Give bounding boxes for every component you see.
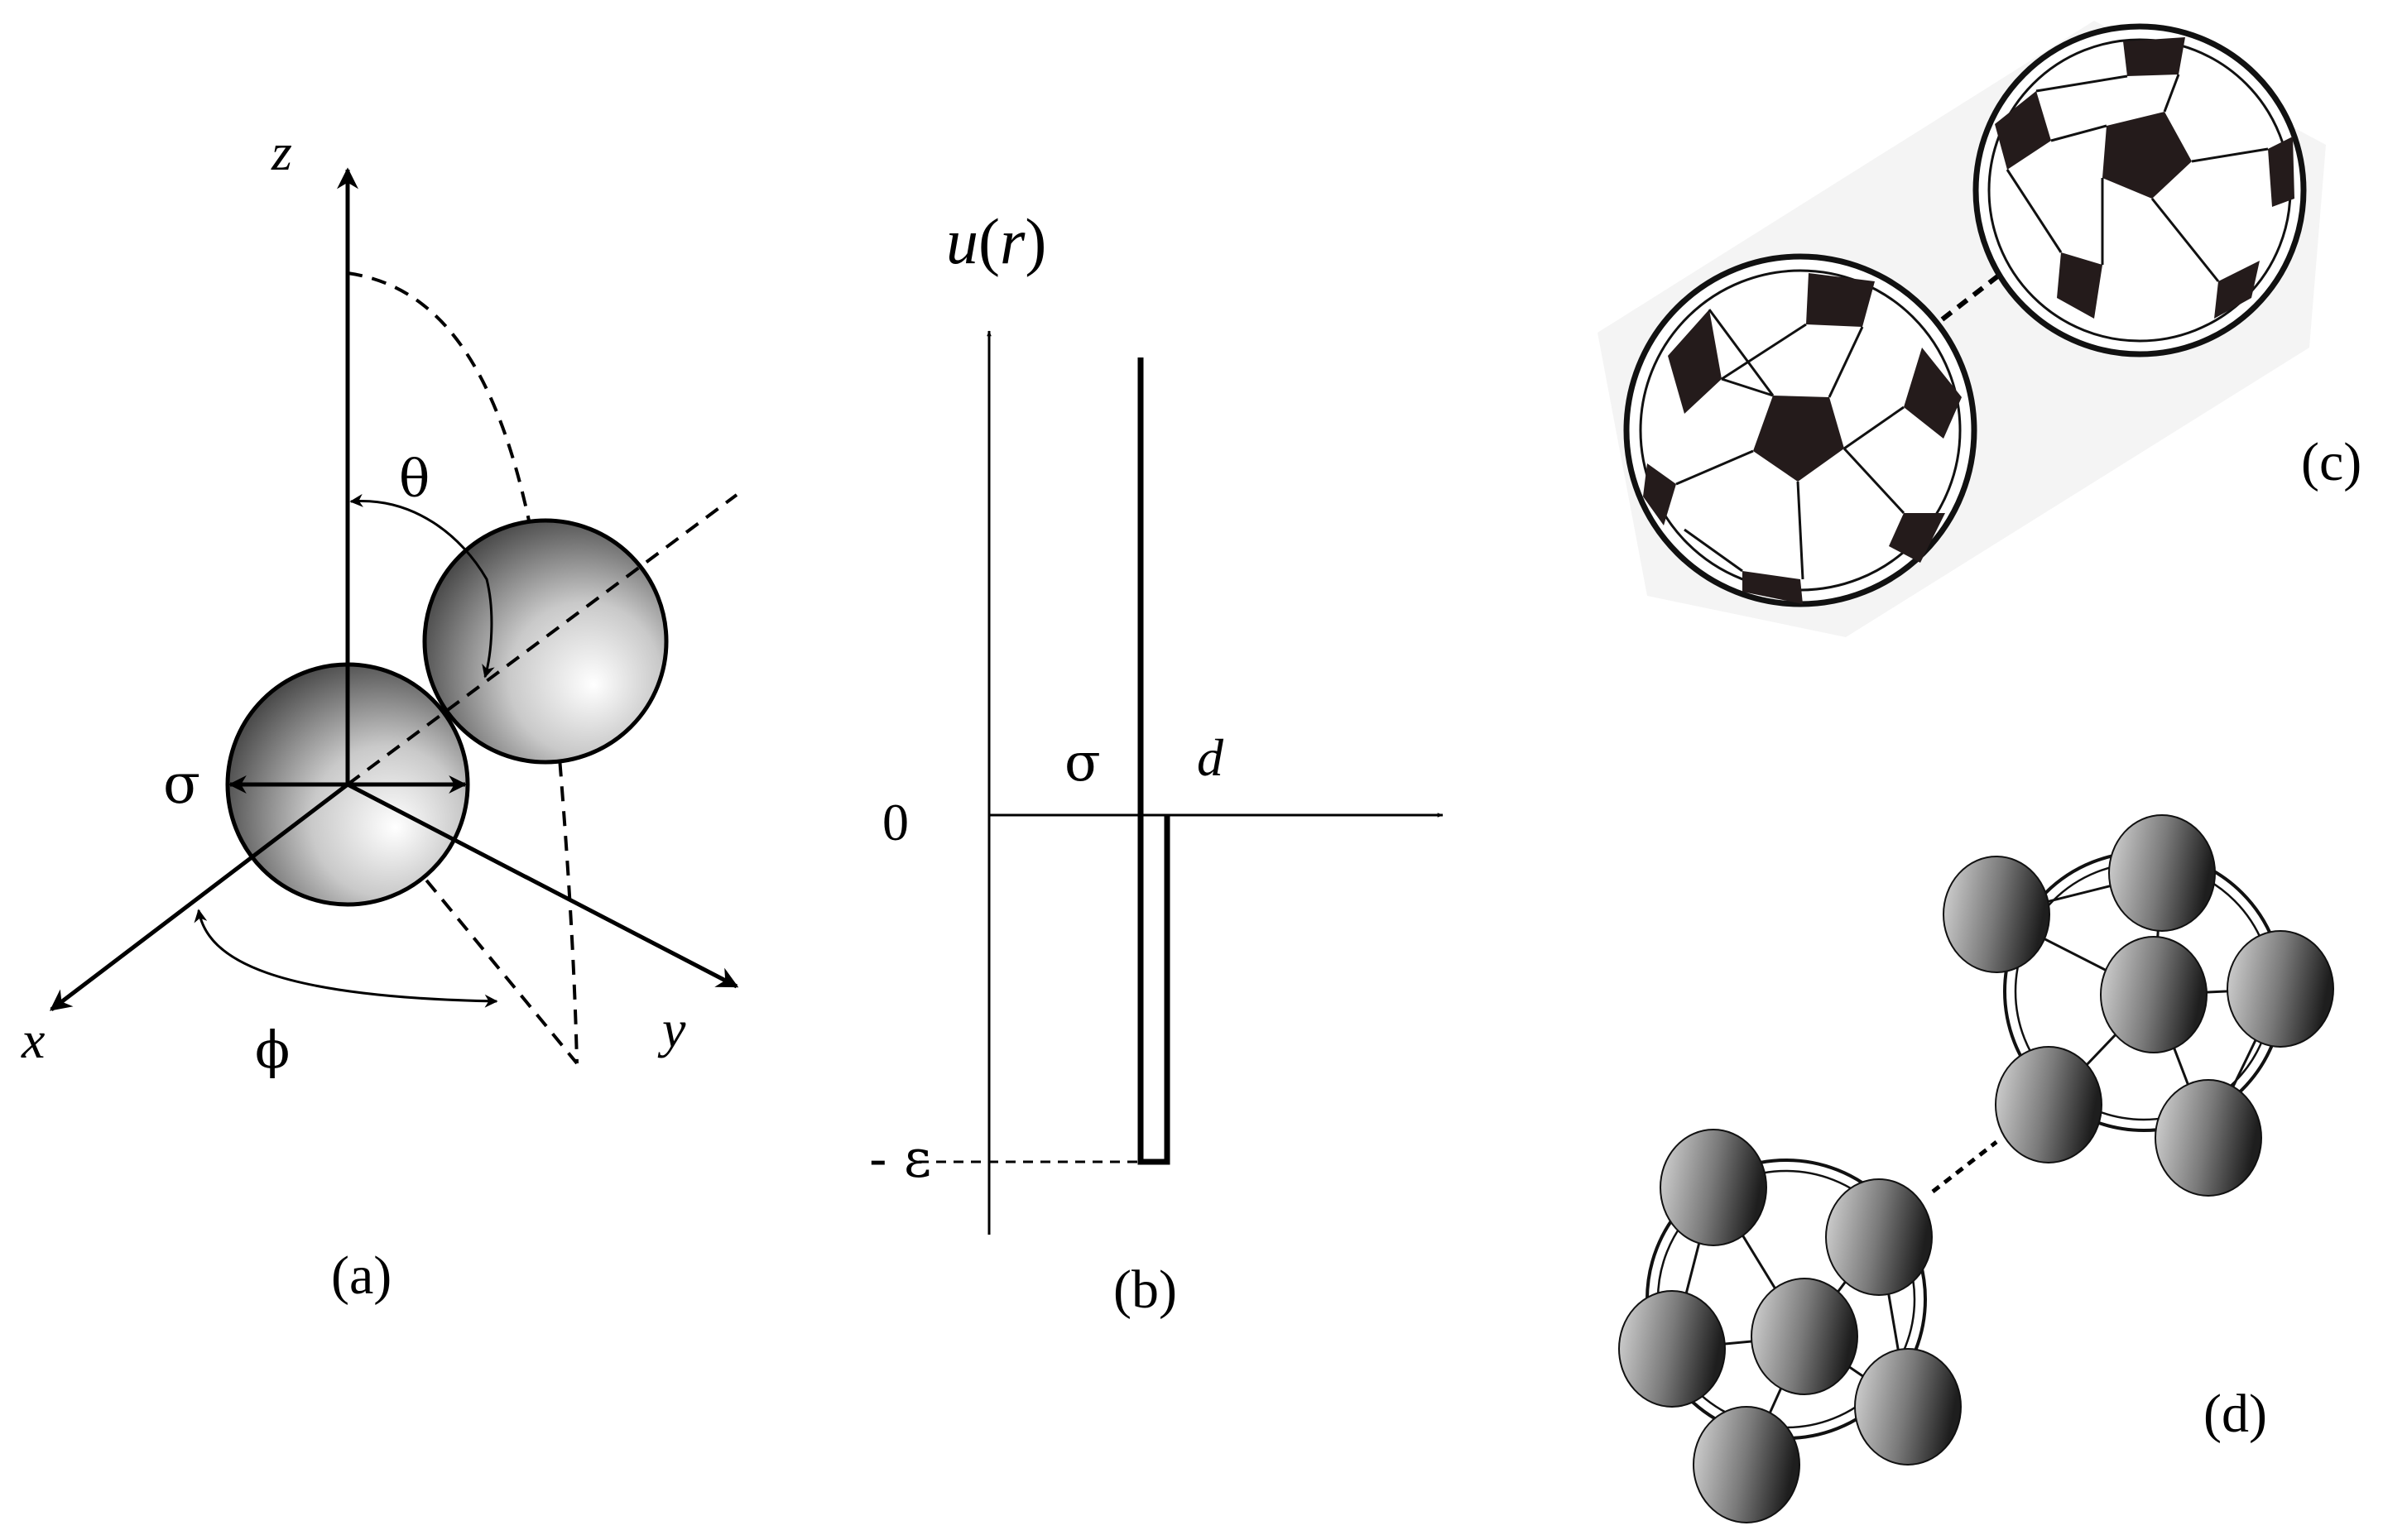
sigma-label-b: σ (1064, 732, 1101, 794)
panel-d: (d) (1618, 814, 2334, 1523)
sphere-right (422, 518, 669, 765)
patch (1854, 1348, 1962, 1466)
patch (2100, 936, 2208, 1053)
x-axis (49, 783, 349, 1011)
phi-label: ϕ (255, 1019, 290, 1080)
patchy-sphere-right (1943, 814, 2334, 1197)
center-line-dashed (346, 493, 738, 786)
patch (1825, 1178, 1933, 1296)
neg-epsilon-label: - ε (869, 1129, 931, 1190)
z-axis-label: z (271, 122, 292, 181)
theta-arc (349, 493, 495, 679)
theta-label: θ (399, 449, 430, 509)
x-axis-label: x (21, 1010, 45, 1069)
patch (1693, 1406, 1800, 1523)
patch (1943, 856, 2050, 973)
patchy-sphere-left (1618, 1129, 1962, 1523)
d-label: d (1197, 728, 1224, 787)
soccer-ball-right (1972, 23, 2307, 357)
caption-a: (a) (331, 1245, 392, 1306)
patch (1751, 1278, 1858, 1395)
caption-d: (d) (2203, 1384, 2267, 1444)
panel-b: u(r) 0 - ε σ d (b) (869, 205, 1444, 1320)
patch (1618, 1290, 1726, 1408)
sigma-label-a: σ (163, 752, 200, 816)
patch (1995, 1046, 2102, 1163)
patch-link-dashed (1931, 1140, 1998, 1193)
patch (2155, 1079, 2262, 1197)
y-axis (346, 782, 739, 989)
square-well-potential (1137, 357, 1170, 1165)
patch (2227, 930, 2334, 1048)
soccer-ball-left (1623, 253, 1977, 607)
panel-c: (c) (1597, 21, 2361, 637)
patch (2108, 814, 2216, 932)
y-axis-label: y (657, 1000, 686, 1058)
caption-b: (b) (1113, 1259, 1177, 1320)
caption-c: (c) (2301, 432, 2361, 492)
patch (1660, 1129, 1767, 1246)
phi-arc (194, 909, 498, 1008)
panel-a: z x y θ ϕ σ (a) (21, 122, 739, 1306)
u-of-r-label: u(r) (946, 205, 1046, 277)
zero-label: 0 (882, 793, 909, 852)
